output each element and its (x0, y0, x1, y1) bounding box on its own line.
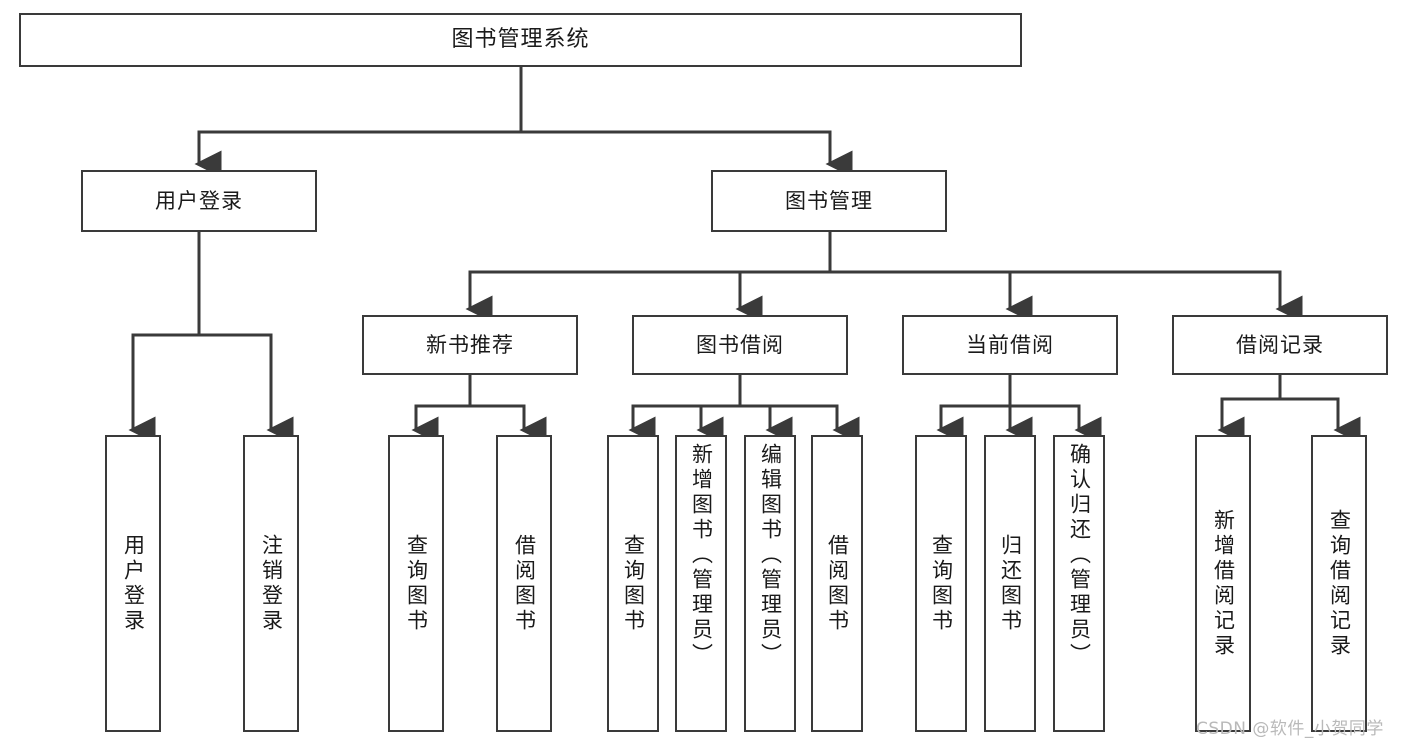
leaf-borrow-book-1-label: 借阅图书 (512, 533, 537, 634)
leaf-confirm-return[interactable]: 确认归还（管理员） (1053, 435, 1105, 732)
node-root[interactable]: 图书管理系统 (19, 13, 1022, 67)
leaf-logout[interactable]: 注销登录 (243, 435, 299, 732)
leaf-borrow-book-2-label: 借阅图书 (825, 533, 850, 634)
leaf-edit-book[interactable]: 编辑图书（管理员） (744, 435, 796, 732)
node-book-borrow[interactable]: 图书借阅 (632, 315, 848, 375)
node-new-book-rec[interactable]: 新书推荐 (362, 315, 578, 375)
leaf-query-book-2[interactable]: 查询图书 (607, 435, 659, 732)
node-book-manage[interactable]: 图书管理 (711, 170, 947, 232)
node-user-login[interactable]: 用户登录 (81, 170, 317, 232)
leaf-add-record-label: 新增借阅记录 (1211, 508, 1236, 659)
leaf-borrow-book-2[interactable]: 借阅图书 (811, 435, 863, 732)
node-root-label: 图书管理系统 (451, 27, 590, 53)
node-book-borrow-label: 图书借阅 (696, 332, 784, 357)
node-new-book-rec-label: 新书推荐 (426, 332, 514, 357)
leaf-user-login[interactable]: 用户登录 (105, 435, 161, 732)
leaf-query-book-1-label: 查询图书 (404, 533, 429, 634)
leaf-confirm-return-label: 确认归还（管理员） (1067, 443, 1092, 668)
node-current-borrow[interactable]: 当前借阅 (902, 315, 1118, 375)
leaf-query-book-3[interactable]: 查询图书 (915, 435, 967, 732)
node-book-manage-label: 图书管理 (785, 188, 873, 213)
node-user-login-label: 用户登录 (155, 188, 243, 213)
leaf-add-book-label: 新增图书（管理员） (689, 443, 714, 668)
leaf-query-record[interactable]: 查询借阅记录 (1311, 435, 1367, 732)
leaf-user-login-label: 用户登录 (121, 533, 146, 634)
leaf-query-book-1[interactable]: 查询图书 (388, 435, 444, 732)
node-borrow-record-label: 借阅记录 (1236, 332, 1324, 357)
leaf-query-book-2-label: 查询图书 (621, 533, 646, 634)
leaf-return-book-label: 归还图书 (998, 533, 1023, 634)
leaf-query-record-label: 查询借阅记录 (1327, 508, 1352, 659)
leaf-return-book[interactable]: 归还图书 (984, 435, 1036, 732)
leaf-logout-label: 注销登录 (259, 533, 284, 634)
csdn-watermark: CSDN @软件_小贺同学 (1196, 719, 1384, 739)
leaf-edit-book-label: 编辑图书（管理员） (758, 443, 783, 668)
leaf-query-book-3-label: 查询图书 (929, 533, 954, 634)
leaf-borrow-book-1[interactable]: 借阅图书 (496, 435, 552, 732)
leaf-add-record[interactable]: 新增借阅记录 (1195, 435, 1251, 732)
node-borrow-record[interactable]: 借阅记录 (1172, 315, 1388, 375)
leaf-add-book[interactable]: 新增图书（管理员） (675, 435, 727, 732)
node-current-borrow-label: 当前借阅 (966, 332, 1054, 357)
